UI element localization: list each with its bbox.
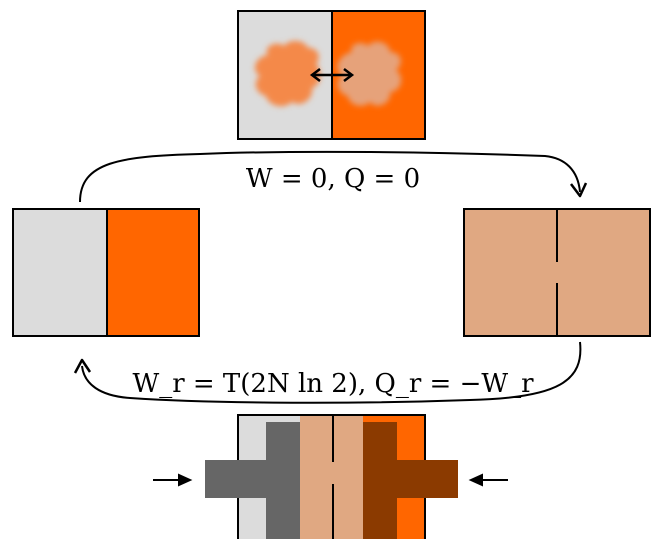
mixed-gases-box: [463, 208, 651, 337]
inward-arrow-icon: [468, 473, 508, 487]
mixing-box-outline: [237, 10, 426, 140]
separated-box-outline: [12, 208, 200, 337]
forward-process-arrow: [79, 150, 588, 203]
reverse-process-label: W_r = T(2N ln 2), Q_r = −W_r: [132, 369, 534, 399]
reverse-process-arrow: [73, 341, 582, 404]
double-headed-arrow-icon: [309, 68, 355, 82]
reverse-arrowhead-icon: [73, 358, 92, 374]
right-gas-cloud: [337, 41, 402, 106]
right-piston: [363, 422, 458, 539]
mixing-box: [237, 10, 426, 140]
mixed-box-outline: [463, 208, 651, 337]
left-gas-region: [13, 209, 107, 336]
forward-process-label: W = 0, Q = 0: [246, 164, 420, 194]
left-gas-cloud: [254, 40, 321, 107]
left-piston: [205, 422, 300, 539]
inward-arrow-icon: [153, 473, 193, 487]
right-gas-region: [107, 209, 199, 336]
compression-box: [205, 414, 458, 539]
separated-gases-box: [12, 208, 200, 337]
compression-mixed-region: [300, 415, 363, 539]
forward-arrowhead-icon: [570, 182, 588, 198]
